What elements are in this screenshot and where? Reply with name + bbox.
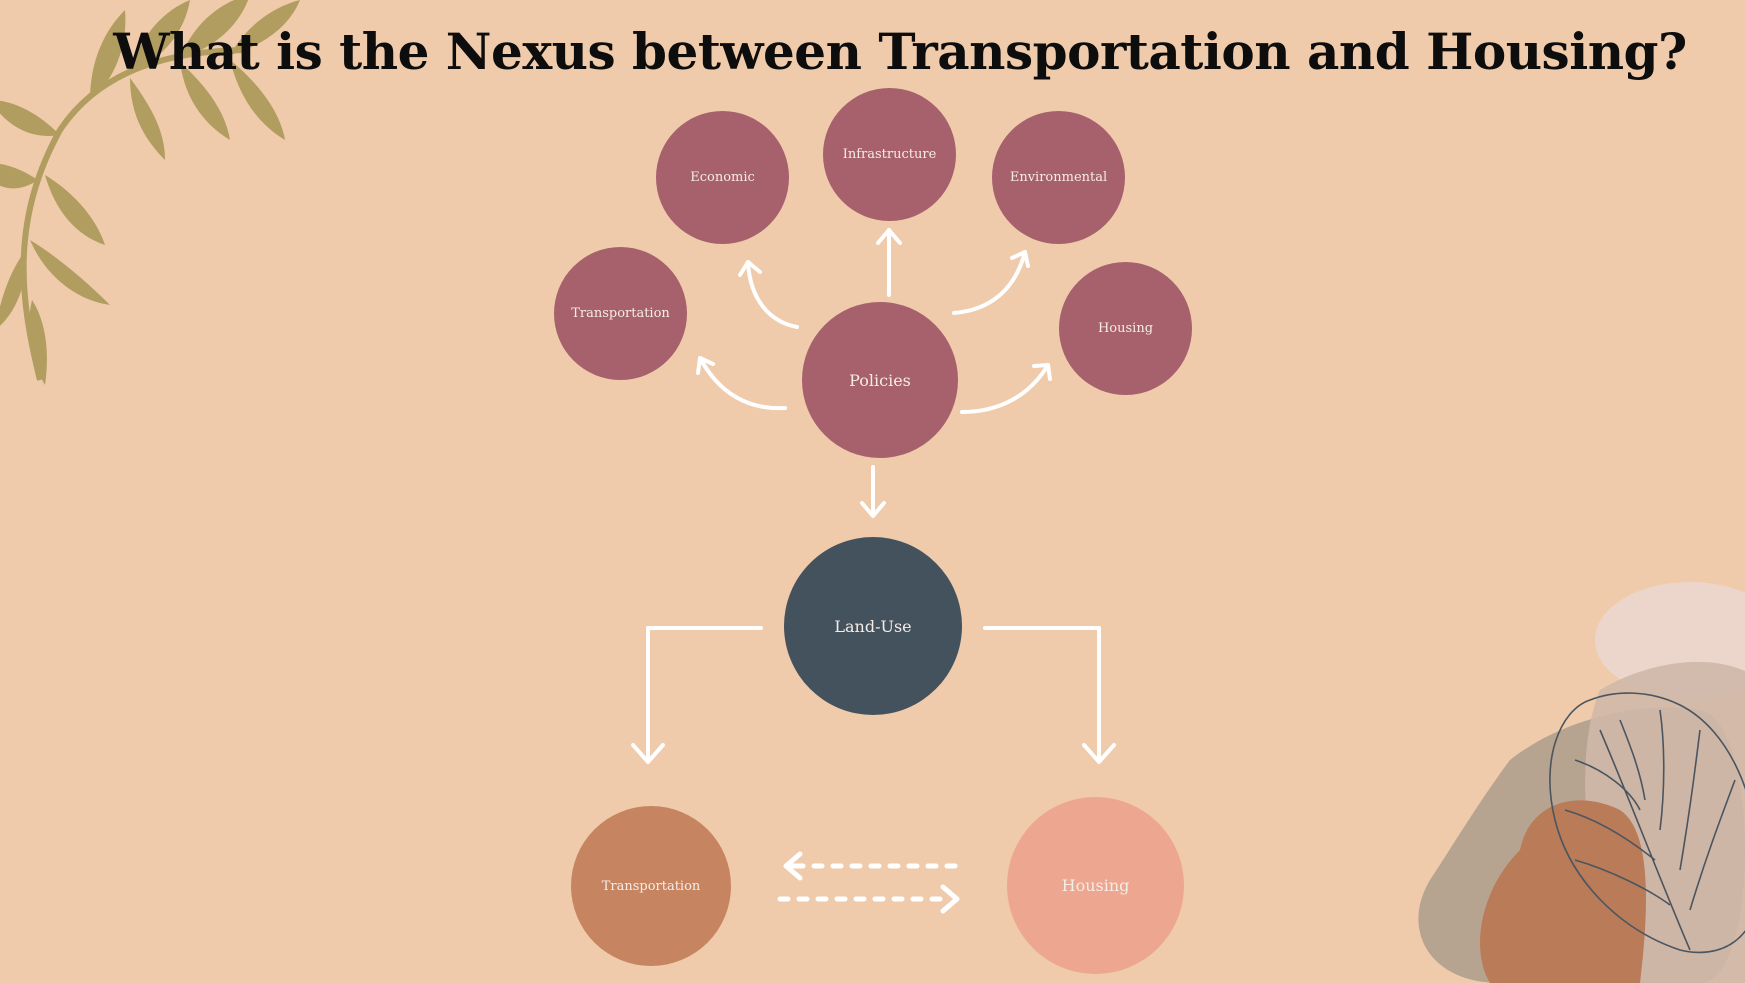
node-transportation-bottom-label: Transportation (601, 878, 701, 894)
arrow-policies-transportation (698, 356, 787, 411)
arrow-landuse-transportation (646, 626, 763, 762)
node-infrastructure: Infrastructure (823, 88, 956, 221)
node-transportation-top: Transportation (554, 247, 687, 380)
node-environmental: Environmental (992, 111, 1125, 244)
node-economic-label: Economic (690, 170, 755, 185)
node-environmental-label: Environmental (1009, 170, 1108, 185)
node-housing-top: Housing (1059, 262, 1192, 395)
node-housing-top-label: Housing (1097, 321, 1154, 336)
page-title: What is the Nexus between Transportation… (113, 22, 1687, 81)
node-housing-bottom: Housing (1007, 797, 1184, 974)
node-land-use-label: Land-Use (834, 616, 912, 636)
arrow-policies-housing (960, 363, 1050, 414)
node-policies-label: Policies (849, 370, 911, 390)
fern-leaf-decoration (0, 0, 300, 385)
arrow-policies-environmental (952, 250, 1027, 315)
node-transportation-top-label: Transportation (571, 306, 670, 321)
node-economic: Economic (656, 111, 789, 244)
node-infrastructure-label: Infrastructure (842, 147, 937, 162)
node-transportation-bottom: Transportation (571, 806, 731, 966)
node-land-use: Land-Use (784, 537, 962, 715)
arrow-policies-economic (746, 260, 799, 329)
node-policies: Policies (802, 302, 958, 458)
arrow-landuse-housing (983, 626, 1101, 762)
node-housing-bottom-label: Housing (1061, 876, 1130, 895)
